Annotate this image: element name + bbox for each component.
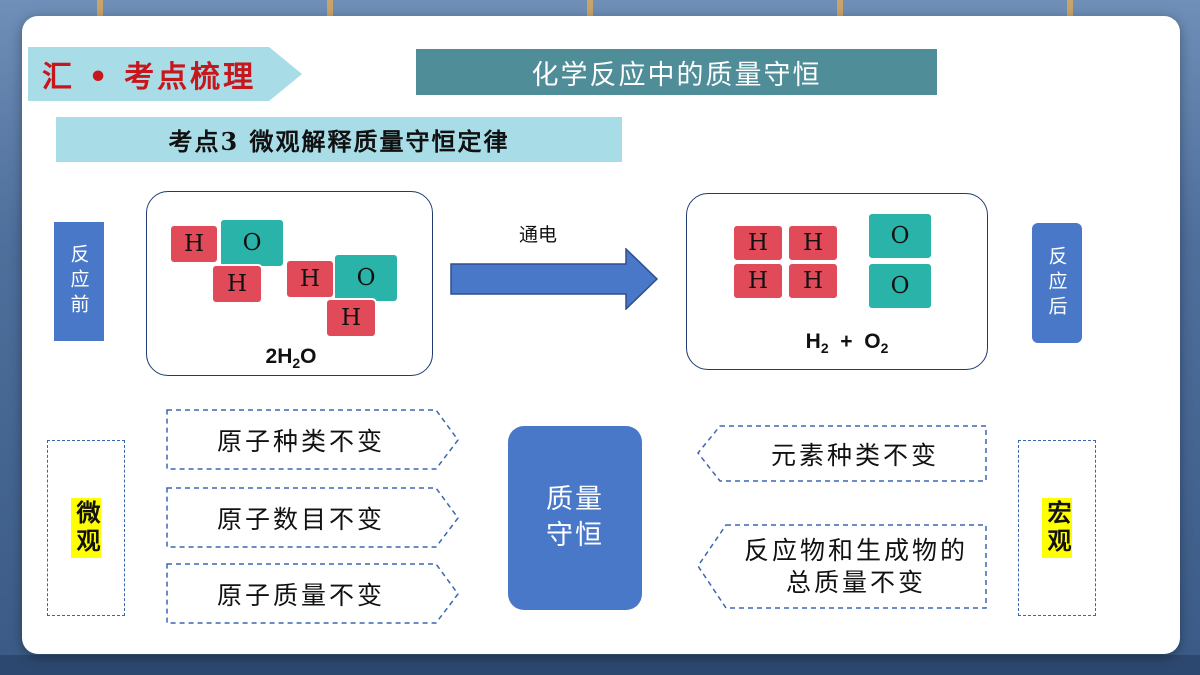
micro-item-3-shape — [166, 563, 459, 624]
center-line-1: 质量 — [546, 483, 604, 515]
hydrogen-atom: H — [732, 262, 784, 300]
slide-card: 汇 • 考点梳理 化学反应中的质量守恒 考点3 微观解释质量守恒定律 反应前 H… — [22, 16, 1180, 654]
macro-label-box: 宏观 — [1018, 440, 1096, 616]
section-tag: 汇 • 考点梳理 — [28, 47, 302, 101]
reaction-condition: 通电 — [519, 224, 558, 246]
micro-item-2-shape — [166, 487, 459, 548]
hydrogen-atom: H — [285, 259, 335, 299]
reactant-box: H O H H O H 2H2O — [146, 191, 433, 376]
hydrogen-atom: H — [169, 224, 219, 264]
center-line-2: 守恒 — [546, 520, 604, 551]
main-title: 化学反应中的质量守恒 — [416, 49, 937, 95]
micro-item-3: 原子质量不变 — [216, 581, 385, 610]
oxygen-atom: O — [867, 212, 933, 260]
micro-item-1-shape — [166, 409, 459, 470]
product-box: H H H H O O H2 + O2 — [686, 193, 988, 370]
hydrogen-atom: H — [325, 298, 377, 338]
hydrogen-atom: H — [787, 262, 839, 300]
micro-label: 微观 — [71, 498, 101, 558]
micro-item-1: 原子种类不变 — [216, 427, 385, 456]
macro-item-2-shape — [697, 524, 987, 609]
reactant-formula: 2H2O — [265, 345, 317, 372]
mass-conservation-box: 质量守恒 — [508, 426, 642, 610]
hydrogen-atom: H — [732, 224, 784, 262]
macro-item-2: 反应物和生成物的 总质量不变 — [724, 524, 988, 610]
macro-item-1-shape — [697, 425, 987, 482]
macro-item-1: 元素种类不变 — [770, 441, 939, 470]
hydrogen-atom: H — [787, 224, 839, 262]
oxygen-atom: O — [333, 253, 399, 303]
oxygen-atom: O — [867, 262, 933, 310]
micro-item-2: 原子数目不变 — [216, 505, 385, 534]
oxygen-atom: O — [219, 218, 285, 268]
macro-item-2-line-2: 总质量不变 — [785, 568, 926, 597]
reaction-arrow-icon — [450, 248, 659, 310]
hydrogen-atom: H — [211, 264, 263, 304]
macro-label: 宏观 — [1042, 498, 1072, 558]
macro-item-2-line-1: 反应物和生成物的 — [743, 535, 968, 565]
before-reaction-label: 反应前 — [54, 222, 104, 341]
sub-title: 考点3 微观解释质量守恒定律 — [56, 117, 622, 162]
micro-label-box: 微观 — [47, 440, 125, 616]
product-formula: H2 + O2 — [805, 330, 889, 357]
after-reaction-label: 反应后 — [1032, 223, 1082, 343]
